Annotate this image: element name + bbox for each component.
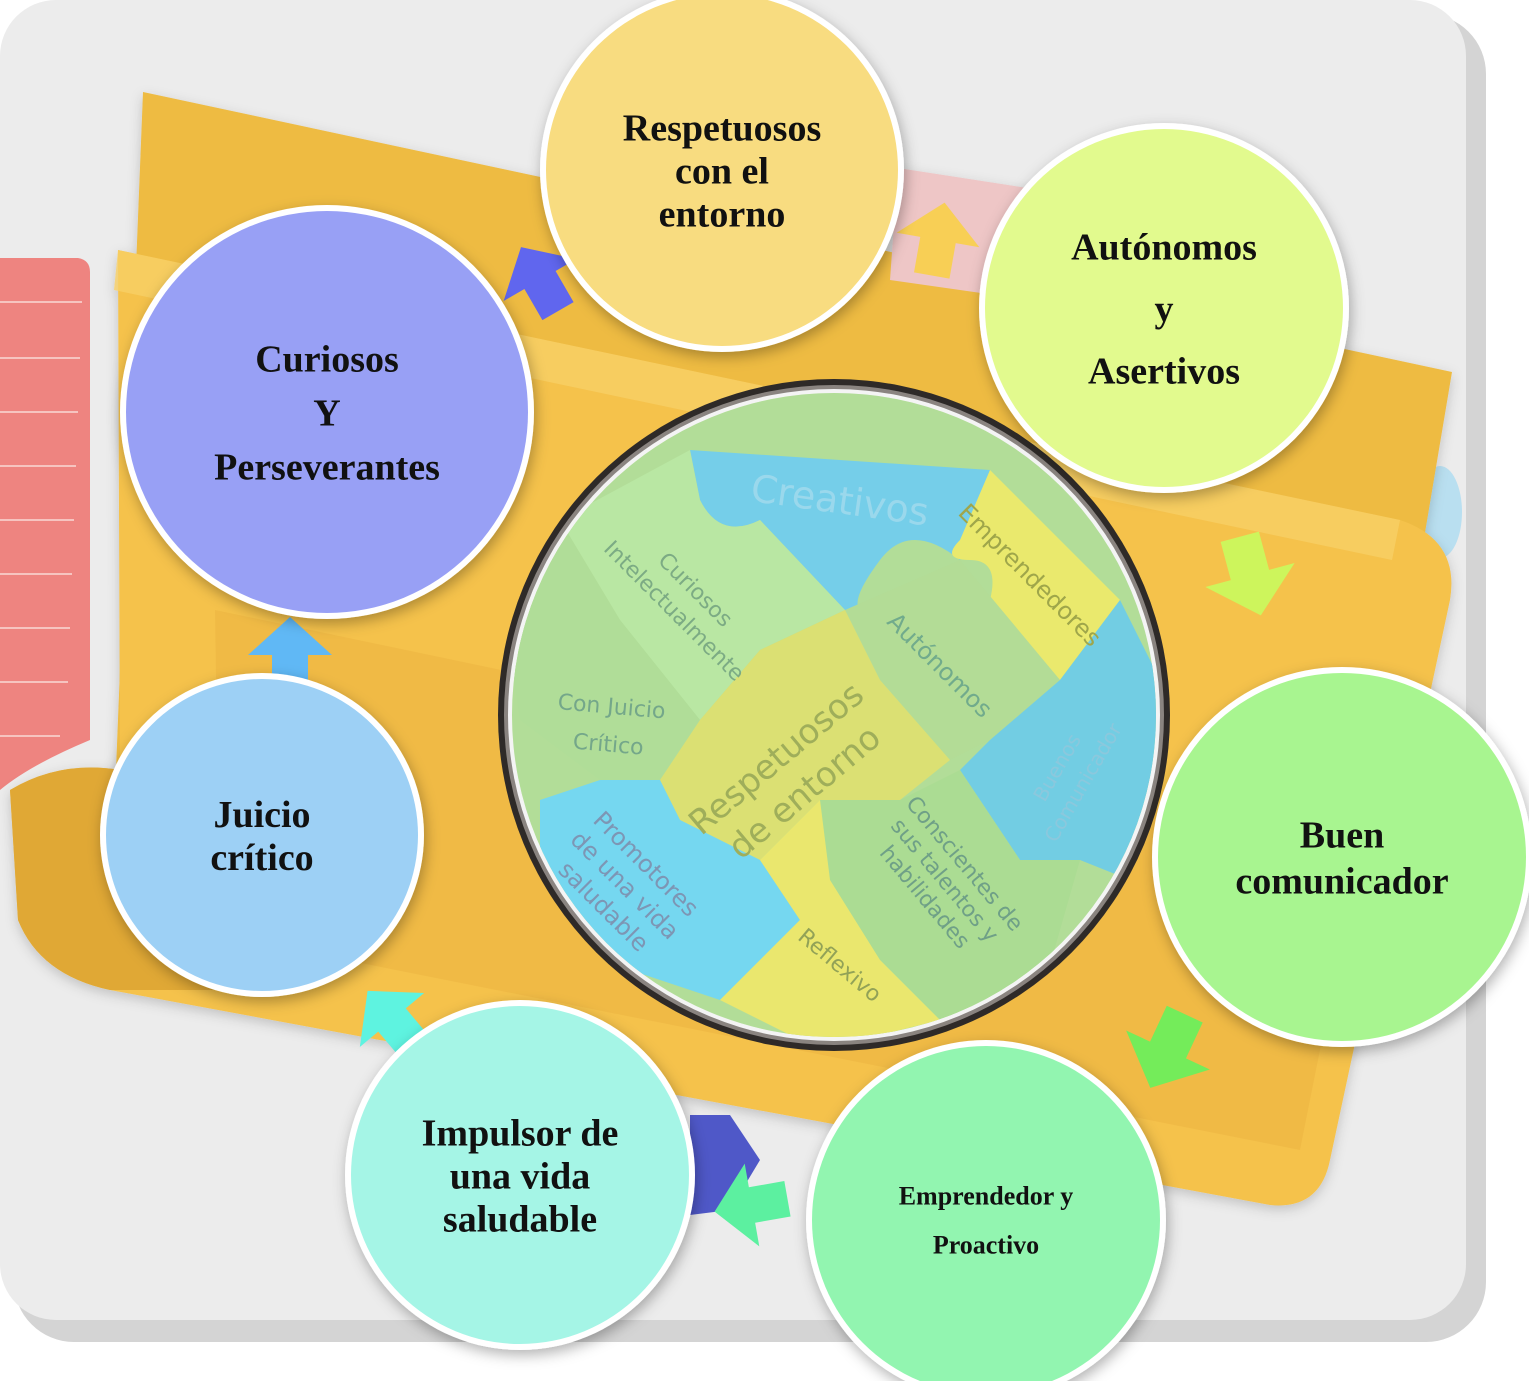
puzzle-piece-creativos: [690, 450, 990, 610]
trait-label-line: Asertivos: [1088, 350, 1240, 392]
arrow-to-buen-comunicador: [1205, 531, 1295, 616]
arrows: [248, 202, 1295, 1247]
puzzle-piece-conscientes: [820, 770, 1080, 1020]
puzzle-piece-emprendedores: [952, 470, 1120, 680]
trait-label-line: Proactivo: [933, 1231, 1039, 1260]
trait-circle-fill: [985, 129, 1343, 487]
trait-circle-fill: [812, 1046, 1160, 1381]
arrow-shape: [714, 1163, 791, 1247]
trait-label-line: Juicio: [213, 794, 310, 836]
trait-label-line: Perseverantes: [214, 446, 440, 488]
trait-circle-fill: [106, 679, 418, 991]
trait-circle-fill: [546, 0, 898, 346]
puzzle-piece-respetuosos-entorno: [660, 610, 950, 860]
trait-circle-fill: [351, 1006, 689, 1344]
arrow-shape: [1205, 531, 1295, 616]
trait-label-line: Y: [313, 392, 340, 434]
trait-label-line: Emprendedor y: [899, 1182, 1074, 1211]
arrow-to-curiosos: [248, 617, 332, 691]
arrow-to-respetuosos: [503, 247, 577, 321]
puzzle-label-line: Crítico: [572, 730, 645, 761]
red-lined-paper: [0, 258, 90, 790]
trait-label-line: y: [1155, 288, 1174, 330]
trait-label-line: Autónomos: [1071, 226, 1257, 268]
arrow-shape: [1126, 1005, 1210, 1088]
puzzle-piece-curiosos-intelectualmente: [560, 450, 845, 720]
arrow-to-emprendedor: [1126, 1005, 1210, 1088]
trait-circle-emprendedor: Emprendedor y Proactivo: [806, 1040, 1166, 1381]
puzzle: [512, 393, 1156, 1037]
arrow-shape: [248, 617, 332, 691]
trait-label-line: una vida: [450, 1155, 590, 1197]
trait-label-line: saludable: [443, 1198, 597, 1240]
trait-label-line: Impulsor de: [422, 1112, 619, 1154]
trait-label-line: con el: [675, 150, 769, 192]
puzzle-piece-autonomos: [845, 560, 1060, 760]
puzzle-piece-buenos-comunicador: [960, 600, 1156, 880]
trait-circle-fill: [126, 211, 528, 613]
puzzle-piece-con-juicio-critico: [512, 520, 700, 780]
arrow-to-impulsor: [714, 1163, 791, 1247]
trait-label-line: entorno: [659, 193, 786, 235]
arrow-shape: [503, 247, 577, 321]
trait-label-line: Buen: [1300, 814, 1384, 856]
trait-label-line: crítico: [210, 837, 313, 879]
trait-label-line: Respetuosos: [623, 107, 821, 149]
puzzle-piece-reflexivo: [720, 800, 940, 1037]
arrow-to-autonomos: [896, 202, 980, 279]
trait-label-line: Curiosos: [255, 338, 399, 380]
trait-circle-fill: [1158, 673, 1526, 1041]
purple-paper-edge: [690, 1115, 760, 1215]
arrow-shape: [896, 202, 980, 279]
trait-label-line: comunicador: [1235, 860, 1448, 902]
